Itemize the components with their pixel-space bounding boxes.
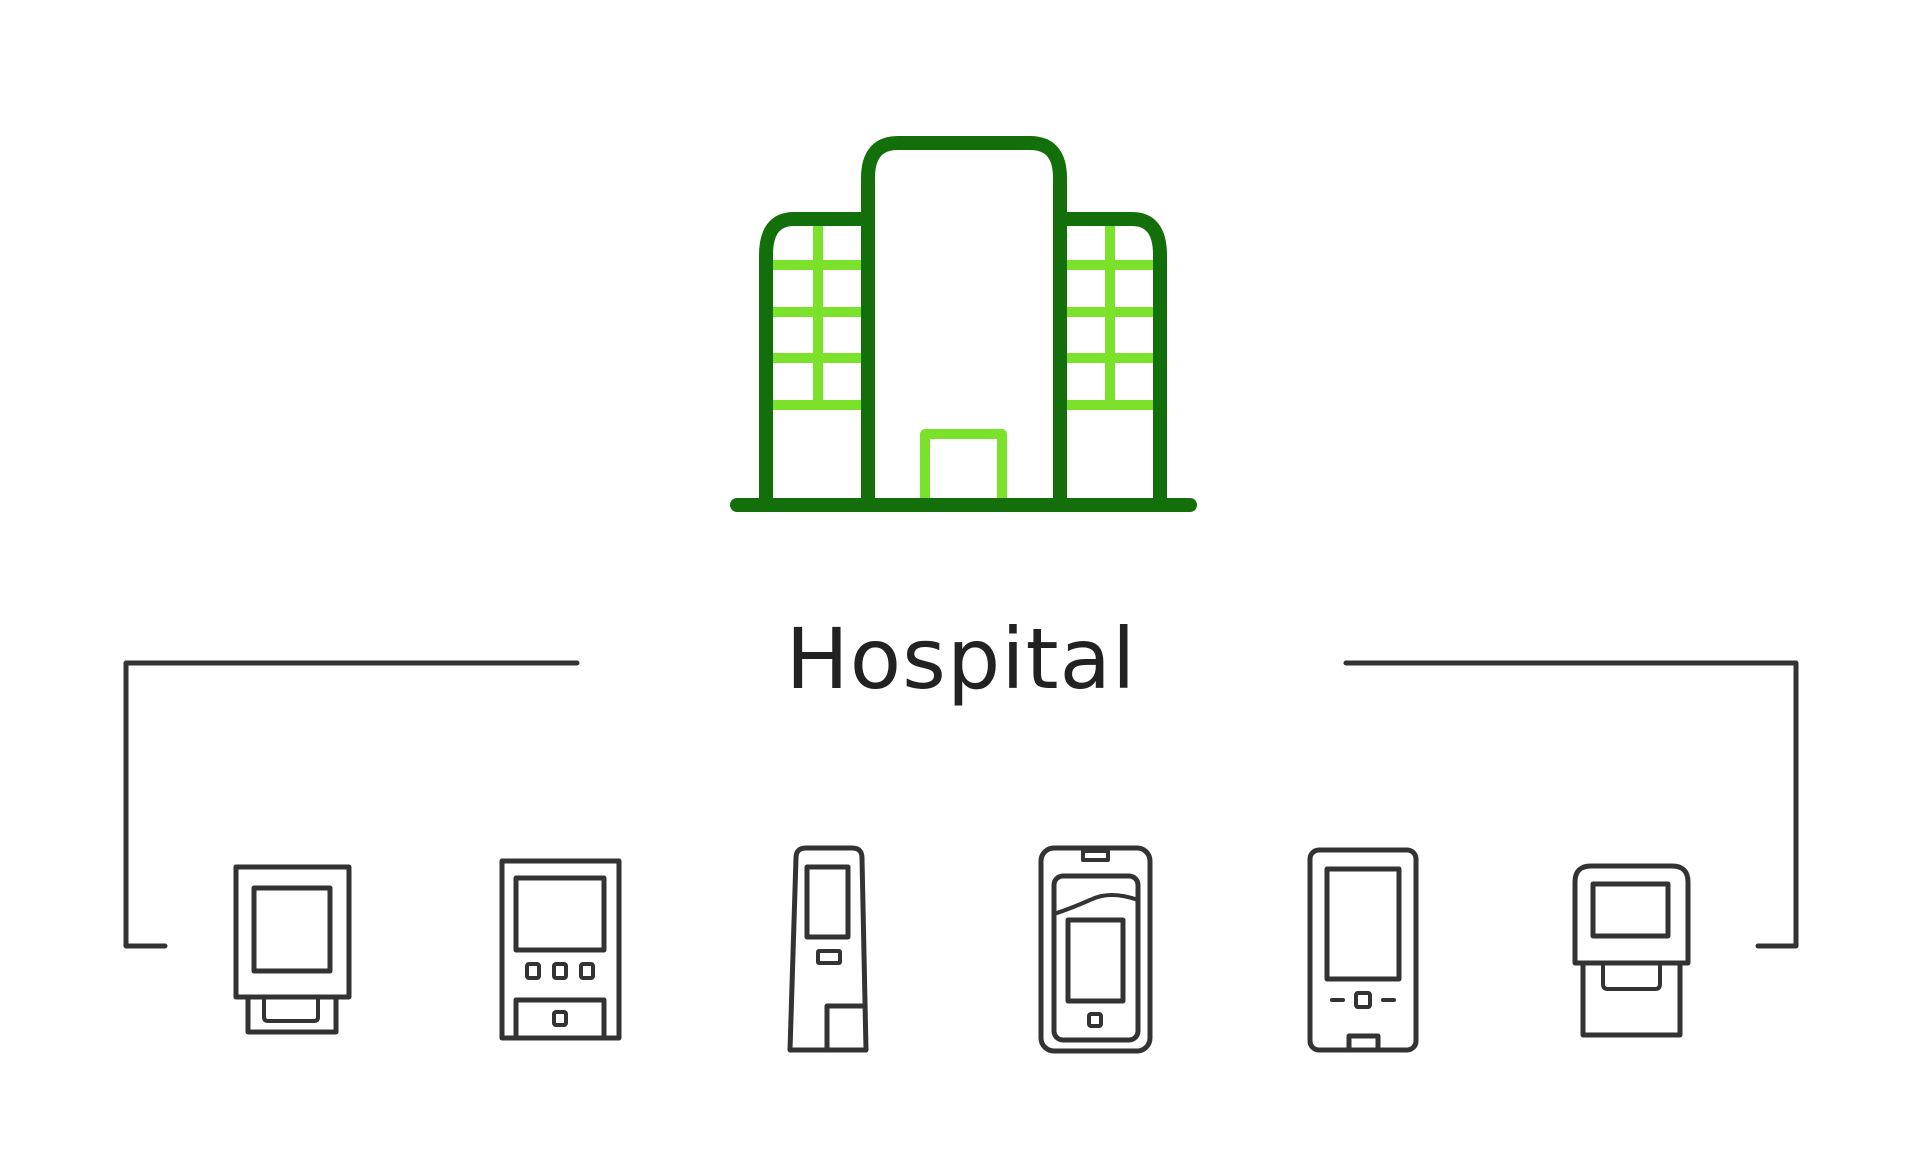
floor-standing-kiosk-icon [1307, 847, 1419, 1053]
desktop-kiosk-with-printer-icon [1572, 863, 1691, 1038]
tablet-kiosk-icon [1038, 845, 1153, 1054]
left-bracket-line [123, 660, 580, 949]
entrance-door [920, 429, 1007, 505]
right-wing-windows [1058, 222, 1160, 410]
tall-pillar-kiosk-icon [787, 845, 869, 1053]
right-wing [1053, 212, 1167, 510]
center-tower [861, 136, 1067, 510]
left-wing [759, 212, 875, 510]
countertop-kiosk-icon [233, 864, 352, 1035]
wall-kiosk-with-keypad-icon [499, 858, 622, 1041]
hospital-label: Hospital [786, 610, 1137, 708]
left-wing-windows [764, 222, 868, 410]
right-bracket-line [1343, 660, 1799, 949]
hospital-building-icon [730, 136, 1197, 512]
